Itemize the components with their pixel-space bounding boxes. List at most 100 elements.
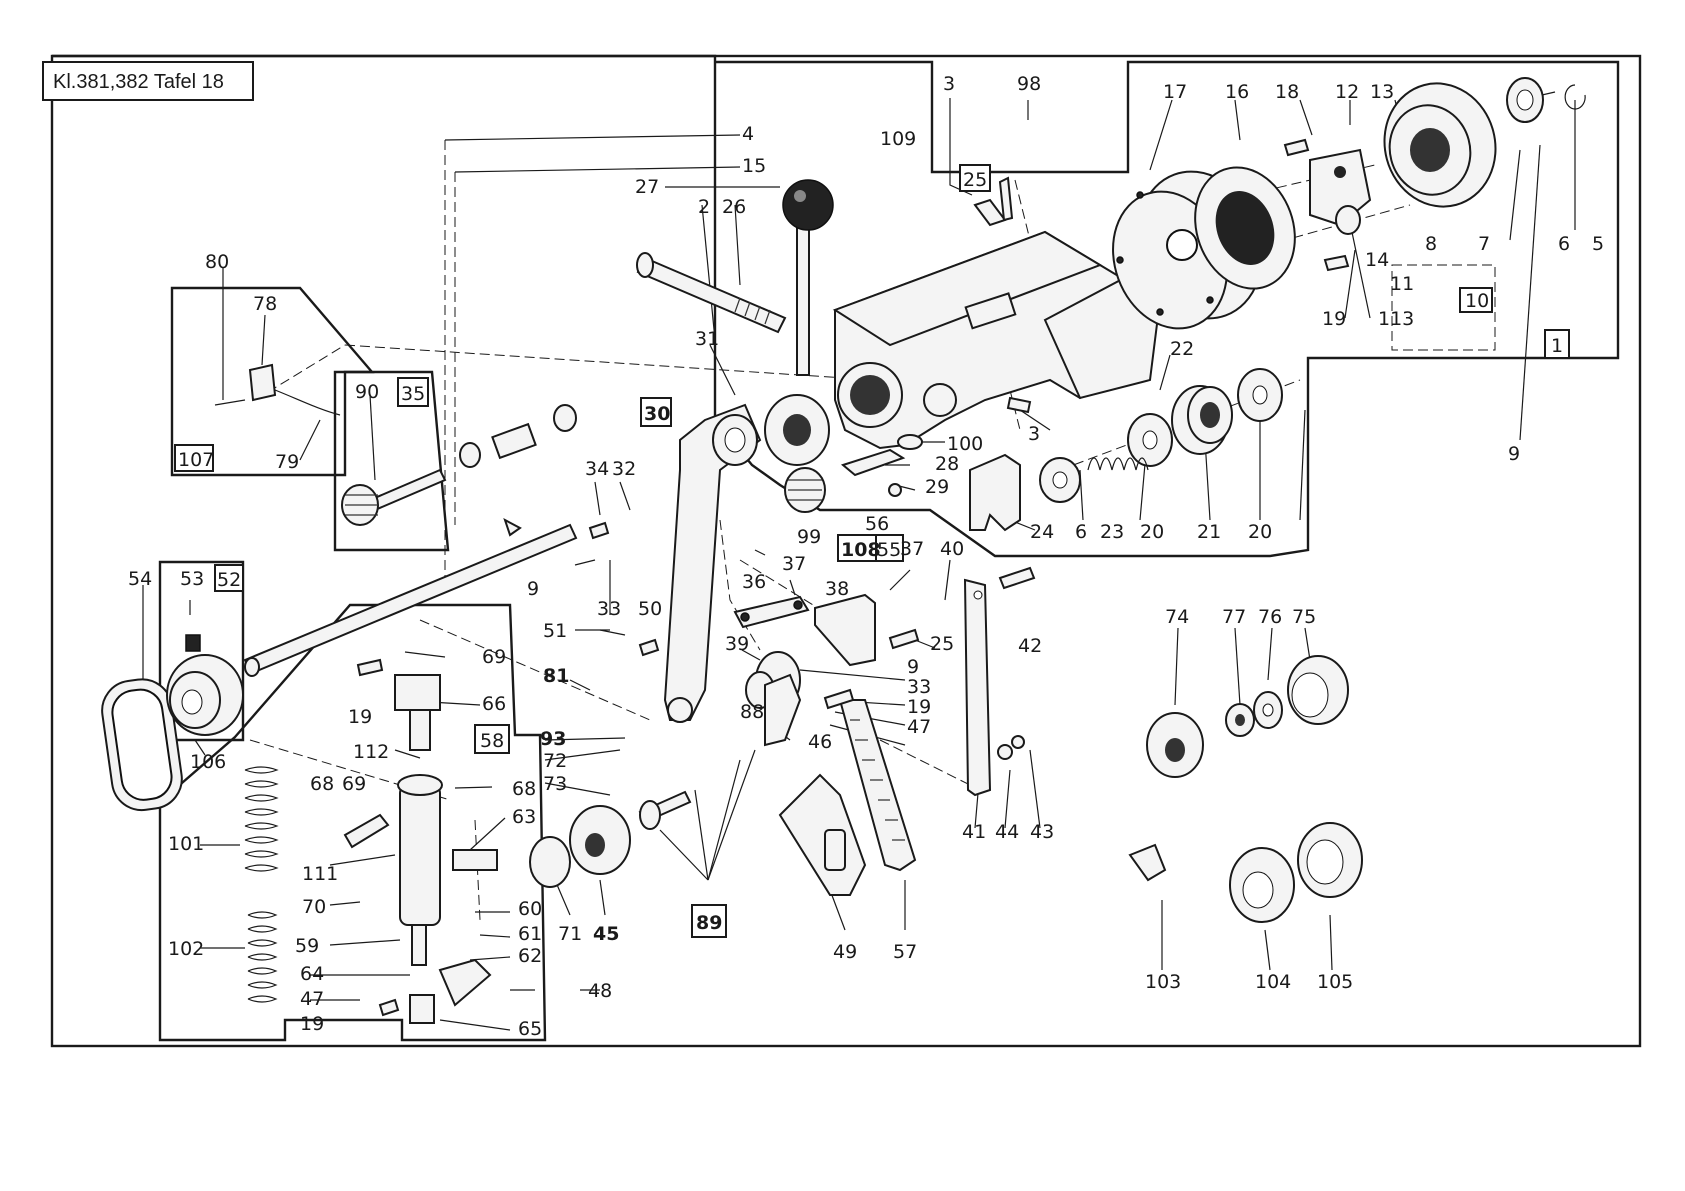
spur-gear-icon — [784, 467, 826, 513]
label-42: 42 — [1018, 635, 1042, 657]
boxed-label-108: 108 — [837, 534, 881, 562]
label-22: 22 — [1170, 338, 1194, 360]
washer-icon — [1039, 457, 1081, 503]
label-38: 38 — [825, 578, 849, 600]
toothed-belt-icon — [101, 678, 183, 812]
label-33b: 33 — [907, 676, 931, 698]
label-19a: 19 — [1322, 308, 1346, 330]
cam-ring-icon — [764, 394, 830, 466]
block-icon — [814, 593, 876, 667]
leader-lines — [142, 91, 1576, 1031]
label-23: 23 — [1100, 521, 1124, 543]
label-8: 8 — [1425, 233, 1437, 255]
ball-knob-lever-icon — [782, 179, 834, 376]
label-32: 32 — [612, 458, 636, 480]
label-14: 14 — [1365, 249, 1389, 271]
plate-title: Kl.381,382 Tafel 18 — [53, 71, 224, 93]
label-104: 104 — [1255, 971, 1291, 993]
coil-spring-icon — [1087, 457, 1149, 471]
label-9c: 9 — [907, 656, 919, 678]
link-icon — [733, 595, 810, 629]
label-46: 46 — [808, 731, 832, 753]
label-12: 12 — [1335, 81, 1359, 103]
label-100: 100 — [947, 433, 983, 455]
label-53: 53 — [180, 568, 204, 590]
label-105: 105 — [1317, 971, 1353, 993]
label-5: 5 — [1592, 233, 1604, 255]
label-101: 101 — [168, 833, 204, 855]
toothed-belt-icon — [838, 699, 917, 872]
label-13: 13 — [1370, 81, 1394, 103]
coil-spring-icon — [244, 766, 279, 872]
inset-35-frame — [333, 370, 450, 552]
circlip-icon — [1564, 84, 1586, 110]
label-33a: 33 — [597, 598, 621, 620]
label-47b: 47 — [907, 716, 931, 738]
svg-text:107: 107 — [178, 449, 214, 471]
label-2: 2 — [698, 196, 710, 218]
label-109: 109 — [880, 128, 916, 150]
label-78: 78 — [253, 293, 277, 315]
shaft-icon — [636, 252, 787, 334]
boxed-label-35: 35 — [397, 377, 429, 407]
label-3b: 3 — [1028, 423, 1040, 445]
label-16: 16 — [1225, 81, 1249, 103]
label-76: 76 — [1258, 606, 1282, 628]
label-48: 48 — [588, 980, 612, 1002]
screw-icon — [356, 138, 1350, 1017]
label-21: 21 — [1197, 521, 1221, 543]
label-20b: 20 — [1248, 521, 1272, 543]
label-68a: 68 — [310, 773, 334, 795]
label-71: 71 — [558, 923, 582, 945]
label-34: 34 — [585, 458, 609, 480]
lever-arm-icon — [663, 403, 762, 723]
label-80: 80 — [205, 251, 229, 273]
part-labels: 4 15 27 2 26 109 3 98 17 16 18 12 13 6 5… — [128, 73, 1604, 1040]
label-113: 113 — [1378, 308, 1414, 330]
coil-spring-icon — [247, 911, 278, 1003]
boxed-label-25: 25 — [959, 164, 991, 192]
svg-text:35: 35 — [401, 383, 425, 405]
diagram-frame — [52, 54, 1620, 558]
title-box: Kl.381,382 Tafel 18 — [42, 61, 254, 101]
outer-border — [50, 54, 1642, 1048]
label-63: 63 — [512, 806, 536, 828]
knurled-roller-icon — [1287, 655, 1349, 725]
label-103: 103 — [1145, 971, 1181, 993]
label-77: 77 — [1222, 606, 1246, 628]
svg-text:10: 10 — [1465, 290, 1489, 312]
label-9a: 9 — [1508, 443, 1520, 465]
bracket-24-icon — [969, 453, 1021, 532]
label-69b: 69 — [342, 773, 366, 795]
label-19c: 19 — [300, 1013, 324, 1035]
label-20a: 20 — [1140, 521, 1164, 543]
pin-shaft-icon — [394, 674, 443, 966]
svg-text:108: 108 — [841, 539, 881, 561]
cam-disc-icon — [1383, 82, 1497, 208]
boxed-label-89: 89 — [691, 904, 727, 938]
label-9b: 9 — [527, 578, 539, 600]
label-54: 54 — [128, 568, 152, 590]
label-40: 40 — [940, 538, 964, 560]
label-56: 56 — [865, 513, 889, 535]
label-39: 39 — [725, 633, 749, 655]
label-106: 106 — [190, 751, 226, 773]
label-62: 62 — [518, 945, 542, 967]
label-99: 99 — [797, 526, 821, 548]
switch-icon — [214, 363, 341, 416]
label-93: 93 — [540, 728, 566, 750]
label-72: 72 — [543, 750, 567, 772]
label-4: 4 — [742, 123, 754, 145]
svg-text:55: 55 — [877, 539, 901, 561]
label-60: 60 — [518, 898, 542, 920]
svg-text:89: 89 — [696, 912, 722, 934]
pin-axle-icon — [638, 790, 692, 830]
svg-text:1: 1 — [1551, 335, 1563, 357]
label-24: 24 — [1030, 521, 1054, 543]
boxed-label-1: 1 — [1544, 329, 1570, 359]
label-88: 88 — [740, 701, 764, 723]
label-102: 102 — [168, 938, 204, 960]
clamp-icon — [409, 958, 492, 1024]
bracket-49-icon — [778, 773, 867, 896]
roller-icon — [1297, 822, 1363, 898]
